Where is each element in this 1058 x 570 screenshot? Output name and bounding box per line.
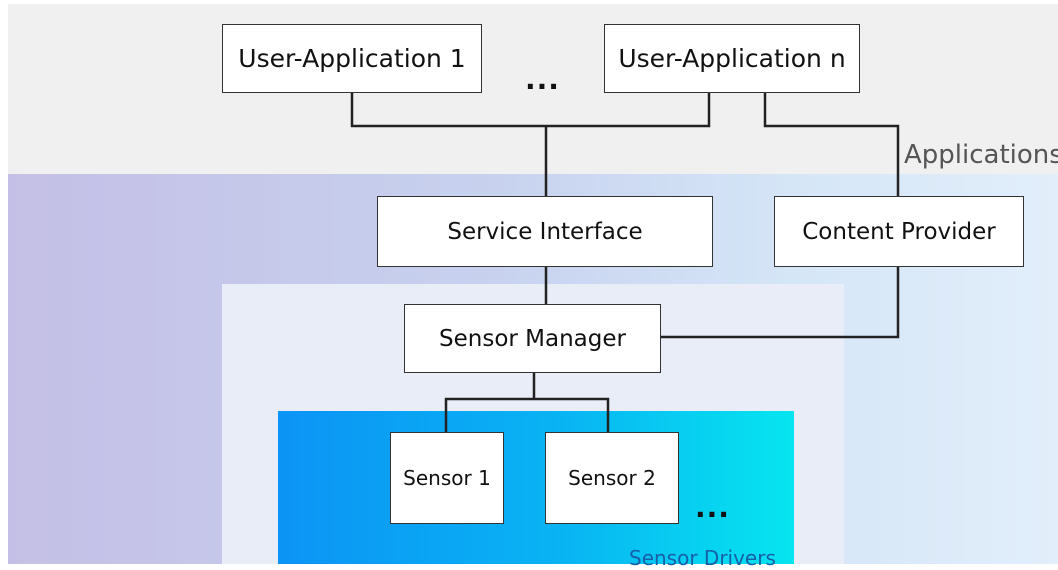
sensors-ellipsis: ...: [695, 491, 730, 524]
sensor-2-label: Sensor 2: [568, 466, 656, 490]
service-interface-box: Service Interface: [377, 196, 713, 267]
content-provider-box: Content Provider: [774, 196, 1024, 267]
user-application-1-label: User-Application 1: [238, 44, 466, 73]
connector-content-provider-manager: [660, 266, 900, 339]
applications-layer: [8, 4, 1058, 174]
applications-layer-label: Applications: [904, 140, 1058, 170]
service-interface-label: Service Interface: [447, 218, 643, 245]
sensor-manager-label: Sensor Manager: [439, 325, 626, 352]
sensor-1-box: Sensor 1: [390, 432, 504, 524]
connector-appn-bus: [546, 92, 711, 128]
sensor-2-box: Sensor 2: [545, 432, 679, 524]
applications-ellipsis: ...: [525, 63, 560, 96]
user-application-n-box: User-Application n: [604, 24, 860, 93]
user-application-1-box: User-Application 1: [222, 24, 482, 93]
user-application-n-label: User-Application n: [618, 44, 846, 73]
sensor-1-label: Sensor 1: [403, 466, 491, 490]
content-provider-label: Content Provider: [802, 218, 996, 245]
sensor-drivers-layer: [278, 411, 794, 564]
sensor-drivers-layer-label: Sensor Drivers: [629, 546, 776, 570]
connector-sensor1-bus: [444, 397, 610, 433]
connector-app1-bus: [350, 92, 546, 128]
connector-appn-content-provider: [763, 92, 900, 196]
sensor-manager-box: Sensor Manager: [404, 304, 661, 373]
